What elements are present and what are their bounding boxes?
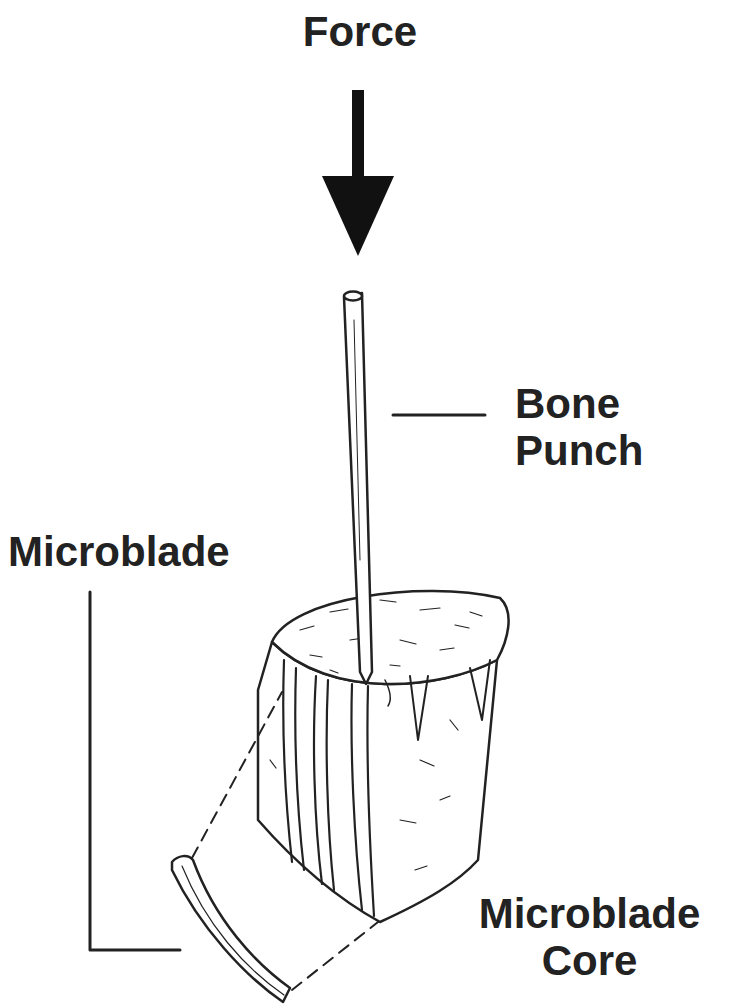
blade-flutes: [283, 660, 374, 916]
bone-punch-end: [344, 292, 362, 301]
platform-texture: [300, 600, 482, 673]
flake-scar: [410, 676, 428, 740]
force-arrowhead: [322, 176, 394, 256]
core-platform: [272, 591, 509, 684]
microblade: [172, 856, 290, 1002]
core-texture: [270, 720, 458, 870]
microblade-ridge: [182, 866, 284, 995]
part-label: Microblade Core: [447, 890, 732, 984]
force-label: Force: [240, 8, 480, 55]
removal-line: [192, 692, 282, 858]
leader-bracket: [90, 592, 180, 950]
flake-scar: [385, 680, 390, 706]
removal-line: [292, 922, 378, 990]
leader-line: [393, 414, 485, 417]
bone-punch-shading: [354, 320, 360, 560]
force-arrow-shaft: [352, 90, 364, 182]
bone-punch: [344, 293, 372, 684]
flake-scar: [470, 660, 490, 720]
part-label: Bone Punch: [515, 380, 731, 474]
part-label: Microblade: [8, 528, 308, 575]
